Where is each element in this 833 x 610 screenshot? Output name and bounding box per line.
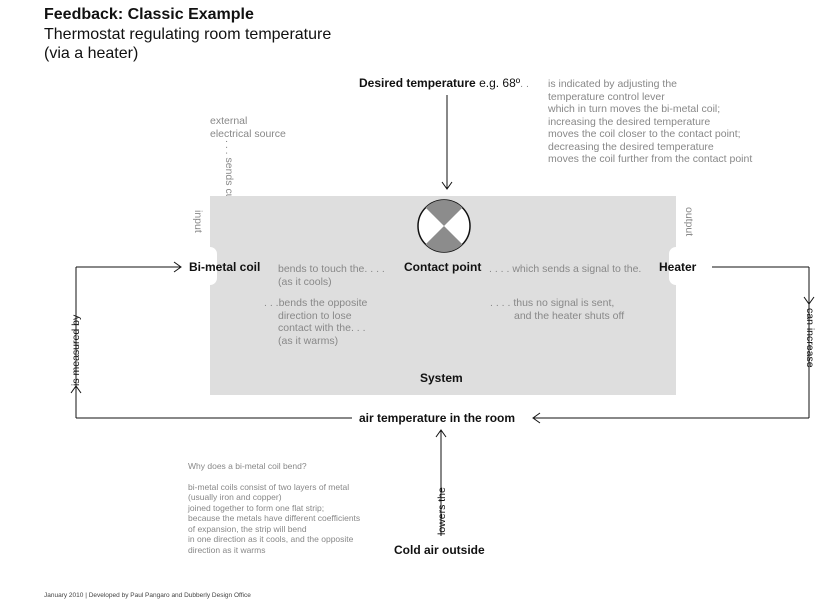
bends-opposite-annotation: . . .bends the opposite direction to los… xyxy=(264,297,367,347)
cold-air-node: Cold air outside xyxy=(394,543,485,557)
explanation-line: of expansion, the strip will bend xyxy=(188,523,307,534)
desired-temperature-label: Desired temperature e.g. 68º. . xyxy=(359,76,529,91)
bends-touch-line: bends to touch the. . . . xyxy=(278,263,385,275)
desired-temperature-bold: Desired temperature xyxy=(359,76,476,90)
heater-node: Heater xyxy=(659,260,697,274)
desired-description: is indicated by adjusting the temperatur… xyxy=(548,78,752,166)
bimetal-coil-node: Bi-metal coil xyxy=(189,260,261,274)
external-line-1: external xyxy=(210,115,248,127)
air-arrowhead-right xyxy=(532,412,541,424)
no-signal-line: . . . . thus no signal is sent, xyxy=(490,297,615,309)
is-measured-arrowhead xyxy=(70,385,82,394)
thermostat-dial-icon xyxy=(417,199,471,253)
subtitle-line-1: Thermostat regulating room temperature xyxy=(44,26,332,43)
no-signal-line: and the heater shuts off xyxy=(514,309,625,322)
contact-point-node: Contact point xyxy=(404,260,482,274)
desired-desc-line: is indicated by adjusting the xyxy=(548,78,677,90)
explanation-line: because the metals have different coeffi… xyxy=(188,513,361,523)
bimetal-arrowhead xyxy=(173,261,182,273)
desired-temperature-example: e.g. 68º xyxy=(479,76,521,90)
explanation-line: bi-metal coils consist of two layers of … xyxy=(188,481,350,492)
desired-desc-line: moves the coil further from the contact … xyxy=(548,153,753,165)
explanation-question: Why does a bi-metal coil bend? xyxy=(188,461,307,471)
explanation-block: Why does a bi-metal coil bend? bi-metal … xyxy=(188,461,360,555)
page-subtitle: Thermostat regulating room temperature (… xyxy=(44,25,331,63)
desired-dots: . . xyxy=(520,78,529,90)
bends-opposite-line: contact with the. . . xyxy=(278,322,366,334)
sends-signal-annotation: . . . . which sends a signal to the. xyxy=(489,263,642,275)
explanation-line: direction as it warms xyxy=(188,544,266,555)
cold-air-arrowhead xyxy=(435,429,447,438)
external-source-label: external electrical source xyxy=(210,115,286,140)
as-it-cools-line: (as it cools) xyxy=(278,275,332,288)
external-line-2: electrical source xyxy=(210,127,286,140)
explanation-line: (usually iron and copper) xyxy=(188,492,282,502)
input-notch xyxy=(203,247,217,285)
explanation-line: in one direction as it cools, and the op… xyxy=(188,534,354,544)
can-increase-arrowhead xyxy=(803,296,815,305)
system-label: System xyxy=(420,371,463,385)
desired-desc-line: increasing the desired temperature xyxy=(548,115,711,128)
desired-desc-line: which in turn moves the bi-metal coil; xyxy=(548,103,721,115)
output-notch xyxy=(669,247,683,285)
footer-credit: January 2010 | Developed by Paul Pangaro… xyxy=(44,592,251,599)
air-temperature-node: air temperature in the room xyxy=(359,411,516,425)
desired-arrowhead xyxy=(441,181,453,190)
bends-opposite-line: . . .bends the opposite xyxy=(264,297,368,309)
bends-opposite-line: direction to lose xyxy=(278,309,352,322)
no-signal-annotation: . . . . thus no signal is sent, and the … xyxy=(490,297,624,322)
bends-touch-annotation: bends to touch the. . . . (as it cools) xyxy=(278,263,385,288)
explanation-line: joined together to form one flat strip; xyxy=(188,502,325,513)
desired-desc-line: decreasing the desired temperature xyxy=(548,140,714,153)
desired-desc-line: temperature control lever xyxy=(548,90,665,103)
page-title: Feedback: Classic Example xyxy=(44,6,254,23)
bends-opposite-line: (as it warms) xyxy=(278,334,339,347)
subtitle-line-2: (via a heater) xyxy=(44,45,139,62)
desired-desc-line: moves the coil closer to the contact poi… xyxy=(548,128,741,140)
